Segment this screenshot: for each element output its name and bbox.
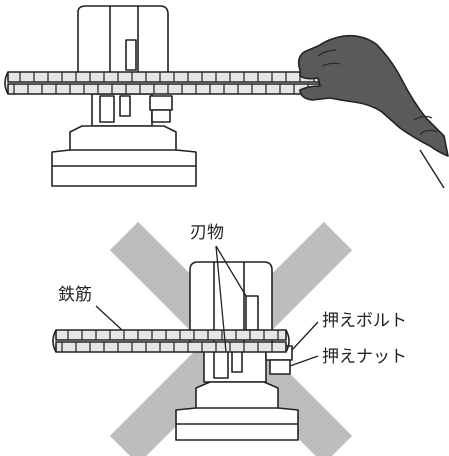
bottom-illustration: 刃物 鉄筋 押えボルト 押えナット: [52, 221, 407, 456]
glove-hand-icon: [297, 34, 449, 189]
rebar-top: [4, 71, 342, 95]
top-illustration: [4, 5, 449, 189]
clamp-bolt-label: 押えボルト: [322, 311, 407, 331]
clamp-nut-label: 押えナット: [322, 347, 407, 367]
rebar-bottom: [52, 329, 290, 353]
rebar-label: 鉄筋: [58, 285, 92, 305]
leader-lines: [95, 245, 319, 367]
cutter-machine-top: [51, 5, 197, 187]
cutter-machine-bottom: [175, 261, 299, 441]
blade-label: 刃物: [190, 223, 224, 243]
